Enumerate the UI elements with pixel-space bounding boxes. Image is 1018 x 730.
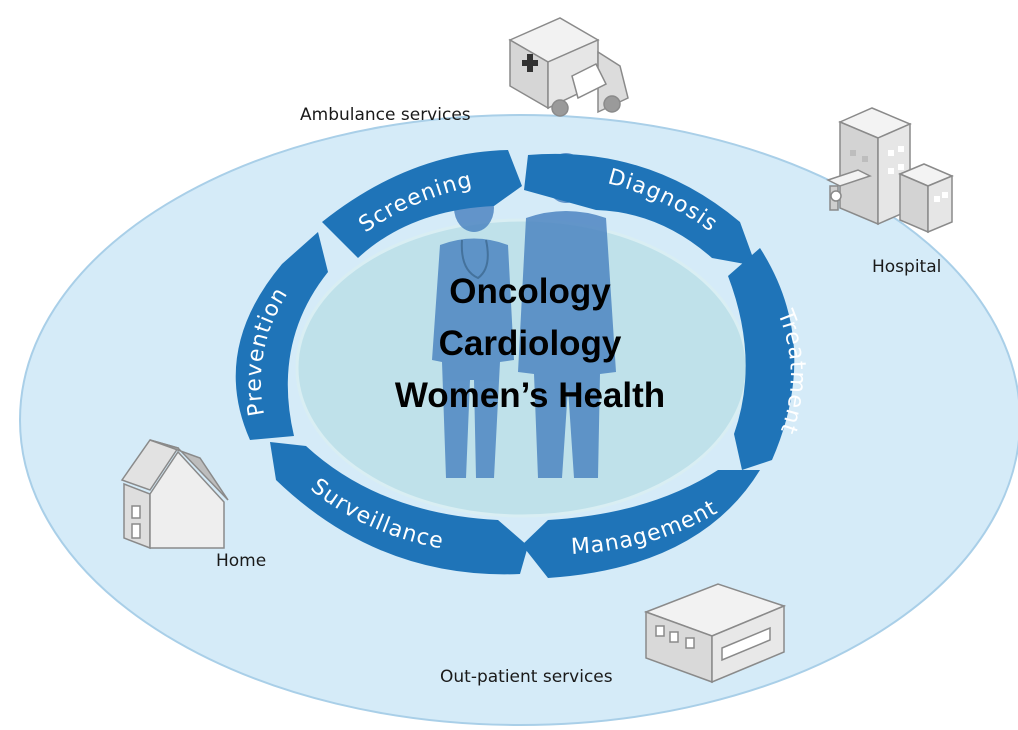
outpatient-building-icon <box>643 583 787 684</box>
location-label-outpatient: Out-patient services <box>440 667 613 687</box>
center-specialties: Oncology Cardiology Women’s Health <box>395 272 665 415</box>
location-label-home: Home <box>216 551 266 571</box>
center-line-oncology: Oncology <box>449 272 611 311</box>
arrow-screening <box>322 150 522 258</box>
location-label-ambulance: Ambulance services <box>300 105 471 125</box>
arrow-surveillance <box>270 442 528 575</box>
arrow-prevention <box>235 232 328 440</box>
center-line-cardiology: Cardiology <box>439 324 622 363</box>
arrow-treatment <box>728 248 795 470</box>
center-line-womens-health: Women’s Health <box>395 376 665 415</box>
arrow-management <box>522 470 760 578</box>
location-label-hospital: Hospital <box>872 257 941 277</box>
arrow-diagnosis <box>524 153 756 266</box>
care-cycle-ring <box>235 150 795 578</box>
home-icon <box>120 439 229 550</box>
hospital-icon <box>826 107 954 234</box>
ambulance-icon <box>508 17 629 117</box>
